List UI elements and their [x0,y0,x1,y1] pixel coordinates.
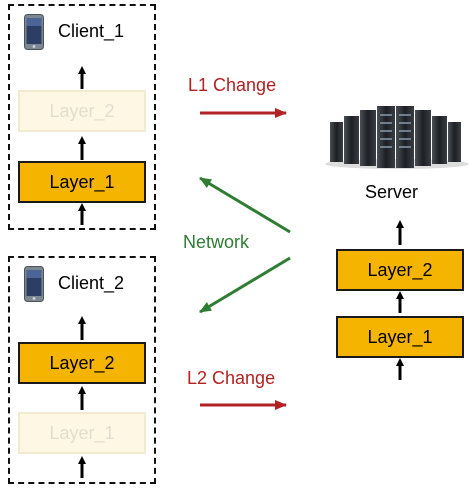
phone-icon [24,14,44,50]
client-1-layer-2: Layer_2 [18,90,146,132]
client-2-box [8,256,156,484]
client-1-box [8,4,156,230]
server-title: Server [365,182,419,202]
l2-change-label: L2 Change [187,368,276,388]
l1-change-label: L1 Change [188,75,277,95]
network-arrow-to-client-1 [199,176,291,234]
client-2-title: Client_2 [58,273,125,293]
network-arrow-to-client-2 [199,256,291,314]
phone-icon [24,266,44,302]
server-rack-icon [325,106,469,169]
client-1-layer-1: Layer_1 [18,161,146,203]
network-label: Network [183,232,250,252]
server-layer-1: Layer_1 [336,316,464,358]
client-2-layer-2: Layer_2 [18,342,146,384]
server-layer-2: Layer_2 [336,249,464,291]
client-2-layer-1: Layer_1 [18,412,146,454]
client-1-title: Client_1 [58,21,125,41]
